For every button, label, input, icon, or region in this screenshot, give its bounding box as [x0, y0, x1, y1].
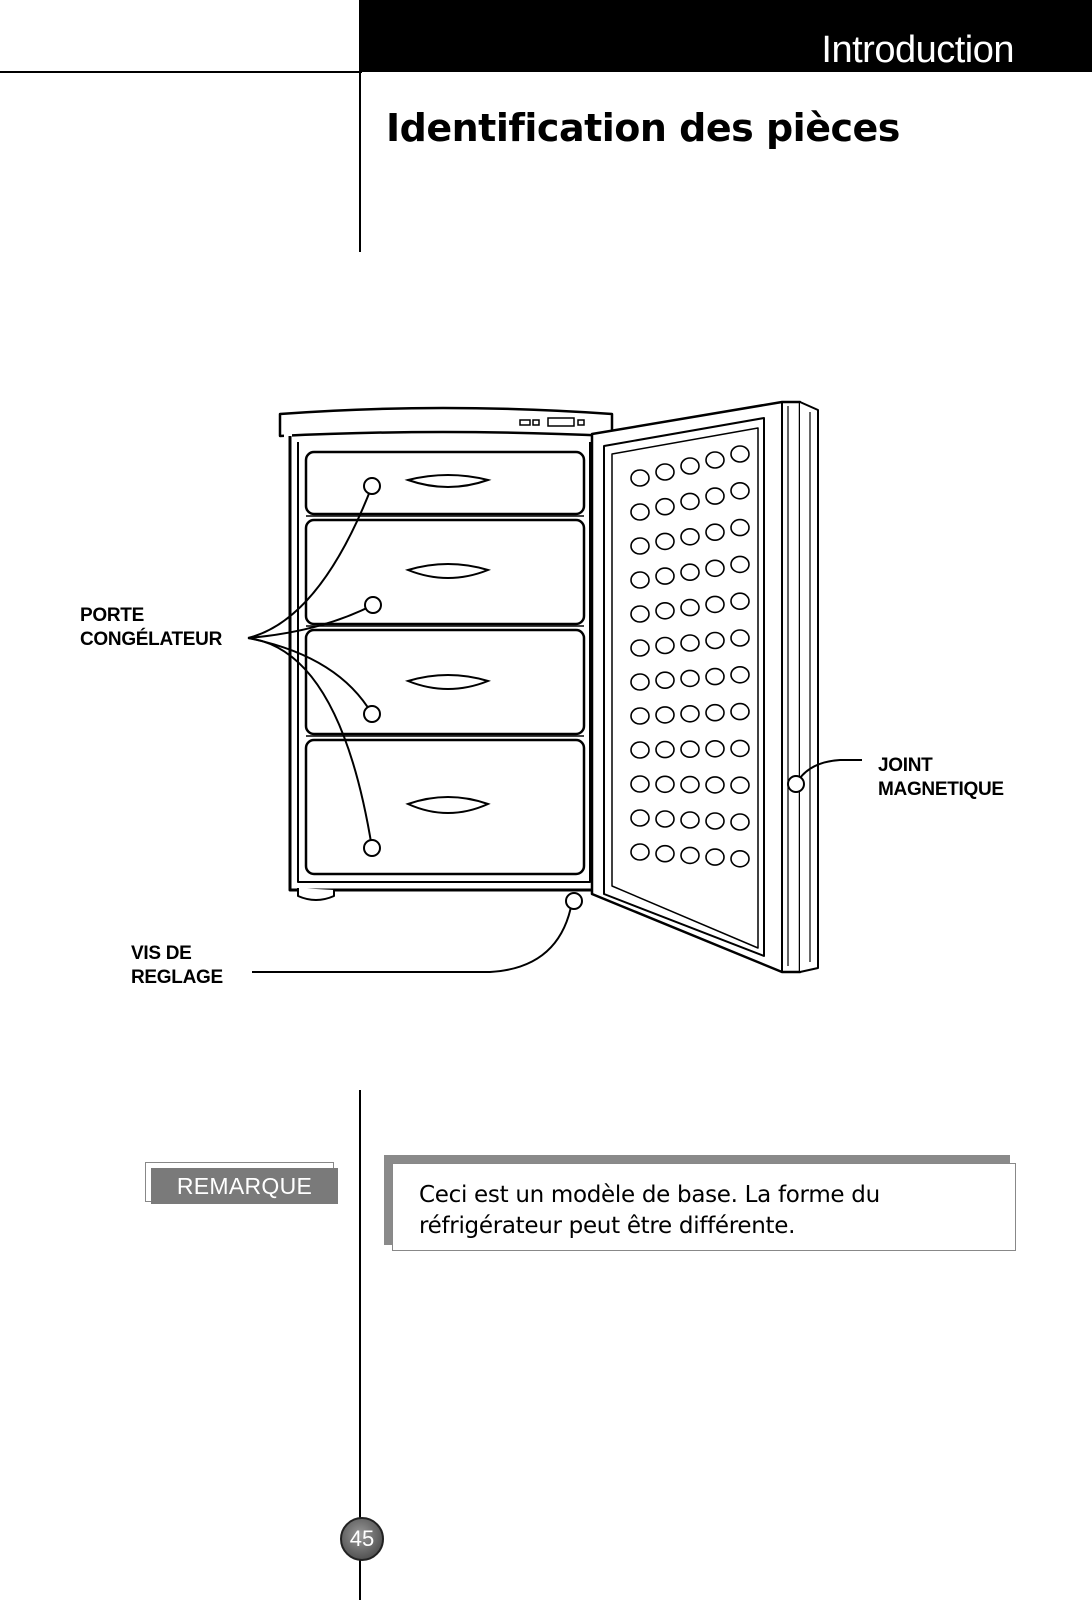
- note-text: Ceci est un modèle de base. La forme du …: [392, 1163, 1016, 1251]
- door-dot: [630, 775, 650, 793]
- door-dot: [705, 595, 725, 614]
- door-dot: [655, 463, 675, 481]
- note-box: Ceci est un modèle de base. La forme du …: [384, 1155, 1018, 1253]
- door-dot: [630, 469, 650, 487]
- door-dot: [630, 741, 650, 759]
- door-dot: [655, 497, 675, 516]
- door-dot: [730, 482, 750, 500]
- freezer-diagram: [247, 400, 862, 974]
- door-dot: [730, 849, 750, 868]
- door-dot: [655, 740, 675, 759]
- door-dot: [630, 537, 650, 555]
- door-dot: [630, 809, 650, 827]
- door-dot: [730, 813, 750, 831]
- door-dot: [655, 532, 675, 551]
- door-dot: [655, 602, 675, 620]
- door-dot: [730, 629, 750, 647]
- door-dot: [630, 639, 650, 657]
- door-dot: [680, 457, 700, 475]
- door-dot: [705, 739, 725, 758]
- callout-leaders: [247, 485, 862, 973]
- door-dot: [730, 702, 750, 721]
- door-dot: [730, 518, 750, 537]
- door-dot: [680, 563, 700, 581]
- door-dot: [730, 739, 750, 758]
- door-dot: [705, 667, 725, 686]
- door-dot: [705, 523, 725, 541]
- door-dot: [705, 559, 725, 578]
- door-dot: [630, 843, 650, 861]
- door-dot: [730, 445, 750, 463]
- door-dot: [705, 812, 725, 830]
- door-dot: [705, 631, 725, 650]
- door-dot: [680, 492, 700, 511]
- control-panel: [519, 417, 585, 427]
- door-dot: [730, 555, 750, 574]
- door-dot: [680, 669, 700, 688]
- header-rule: [0, 71, 362, 73]
- drawer-handles: [404, 474, 492, 814]
- door-dot: [680, 811, 700, 829]
- label-freezer-door: PORTE CONGÉLATEUR: [80, 605, 223, 650]
- door-dots: [630, 445, 750, 868]
- door-dot: [705, 451, 725, 469]
- door-dot: [730, 665, 750, 684]
- door-dot: [630, 605, 650, 623]
- label-adjusting-screw: VIS DE REGLAGE: [131, 943, 223, 988]
- section-title: Introduction: [821, 29, 1014, 71]
- note-tag: REMARQUE: [145, 1162, 338, 1206]
- page-title: Identification des pièces: [386, 106, 900, 150]
- door-dot: [630, 707, 650, 725]
- vertical-rule-top: [359, 0, 361, 252]
- door-dot: [655, 706, 675, 724]
- note-tag-label: REMARQUE: [151, 1168, 338, 1204]
- door-dot: [705, 848, 725, 866]
- door-dot: [630, 503, 650, 521]
- door-dot: [655, 810, 675, 828]
- door-dot: [680, 775, 700, 794]
- door-dot: [680, 740, 700, 759]
- door-dot: [655, 567, 675, 585]
- door-dot: [680, 634, 700, 652]
- door-dot: [730, 592, 750, 610]
- header-bar: Introduction: [360, 0, 1092, 72]
- door-dot: [680, 846, 700, 865]
- page-number: 45: [340, 1517, 384, 1561]
- door-dot: [655, 671, 675, 690]
- door-dot: [630, 571, 650, 589]
- freezer-door: [590, 400, 819, 974]
- label-magnetic-gasket: JOINT MAGNETIQUE: [878, 755, 1004, 800]
- vertical-rule-bottom: [359, 1090, 361, 1600]
- door-dot: [705, 487, 725, 505]
- door-dot: [655, 775, 675, 794]
- callout-points: [363, 477, 805, 910]
- door-dot: [655, 636, 675, 655]
- door-dot: [680, 528, 700, 546]
- door-dot: [630, 673, 650, 691]
- door-dot: [680, 598, 700, 617]
- door-dot: [655, 844, 675, 863]
- door-dot: [705, 703, 725, 722]
- door-dot: [730, 776, 750, 795]
- door-dot: [705, 776, 725, 794]
- door-dot: [680, 704, 700, 723]
